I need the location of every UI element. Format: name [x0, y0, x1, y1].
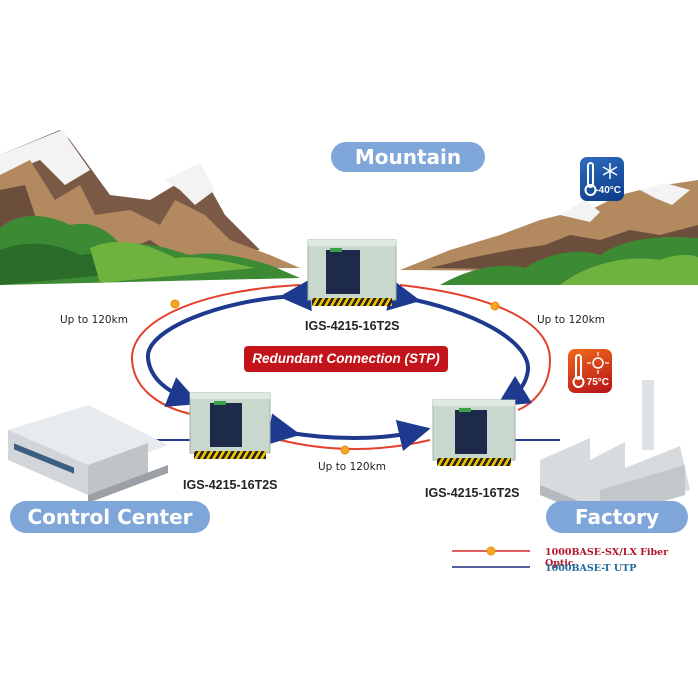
- chimney: [642, 380, 654, 450]
- distance-label-right: Up to 120km: [537, 314, 605, 326]
- utp-arrow-top-left: [145, 279, 312, 407]
- thermometer-snowflake-icon: [584, 162, 618, 196]
- hot-temperature-badge: 75°C: [568, 349, 612, 393]
- fiber-connector-icon: [490, 301, 500, 311]
- fiber-connector-icon: [340, 445, 350, 455]
- switch-right: [432, 399, 516, 466]
- switch-model-top: IGS-4215-16T2S: [305, 319, 400, 333]
- snowcap-mid: [165, 163, 215, 205]
- switch-model-left: IGS-4215-16T2S: [183, 478, 278, 492]
- redundant-connection-badge: Redundant Connection (STP): [244, 346, 448, 372]
- switch-device: [326, 250, 360, 294]
- switch-model-right: IGS-4215-16T2S: [425, 486, 520, 500]
- switch-left: [189, 392, 271, 459]
- cold-temperature-badge: -40°C: [580, 157, 624, 201]
- distance-label-bottom: Up to 120km: [318, 461, 386, 473]
- legend-utp-label: 1000BASE-T UTP: [545, 563, 637, 574]
- switch-top: [307, 239, 397, 306]
- control-center-building: [8, 405, 168, 503]
- switch-device: [210, 403, 242, 447]
- snowcap-right: [560, 183, 690, 222]
- hot-temperature-value: 75°C: [586, 377, 609, 388]
- switch-device: [455, 410, 487, 454]
- legend-fiber-label: 1000BASE-SX/LX Fiber Optic: [545, 547, 669, 569]
- location-label-control-center: Control Center: [10, 501, 210, 533]
- fiber-connector-icon: [486, 546, 496, 556]
- location-label-factory: Factory: [546, 501, 688, 533]
- utp-arrow-bottom: [266, 413, 431, 452]
- thermometer-sun-icon: [572, 352, 609, 388]
- snowcap-left: [0, 130, 90, 185]
- fiber-connector-icon: [170, 299, 180, 309]
- cold-temperature-value: -40°C: [595, 185, 621, 196]
- utp-arrow-top-right: [386, 279, 533, 407]
- location-label-mountain: Mountain: [331, 142, 485, 172]
- distance-label-left: Up to 120km: [60, 314, 128, 326]
